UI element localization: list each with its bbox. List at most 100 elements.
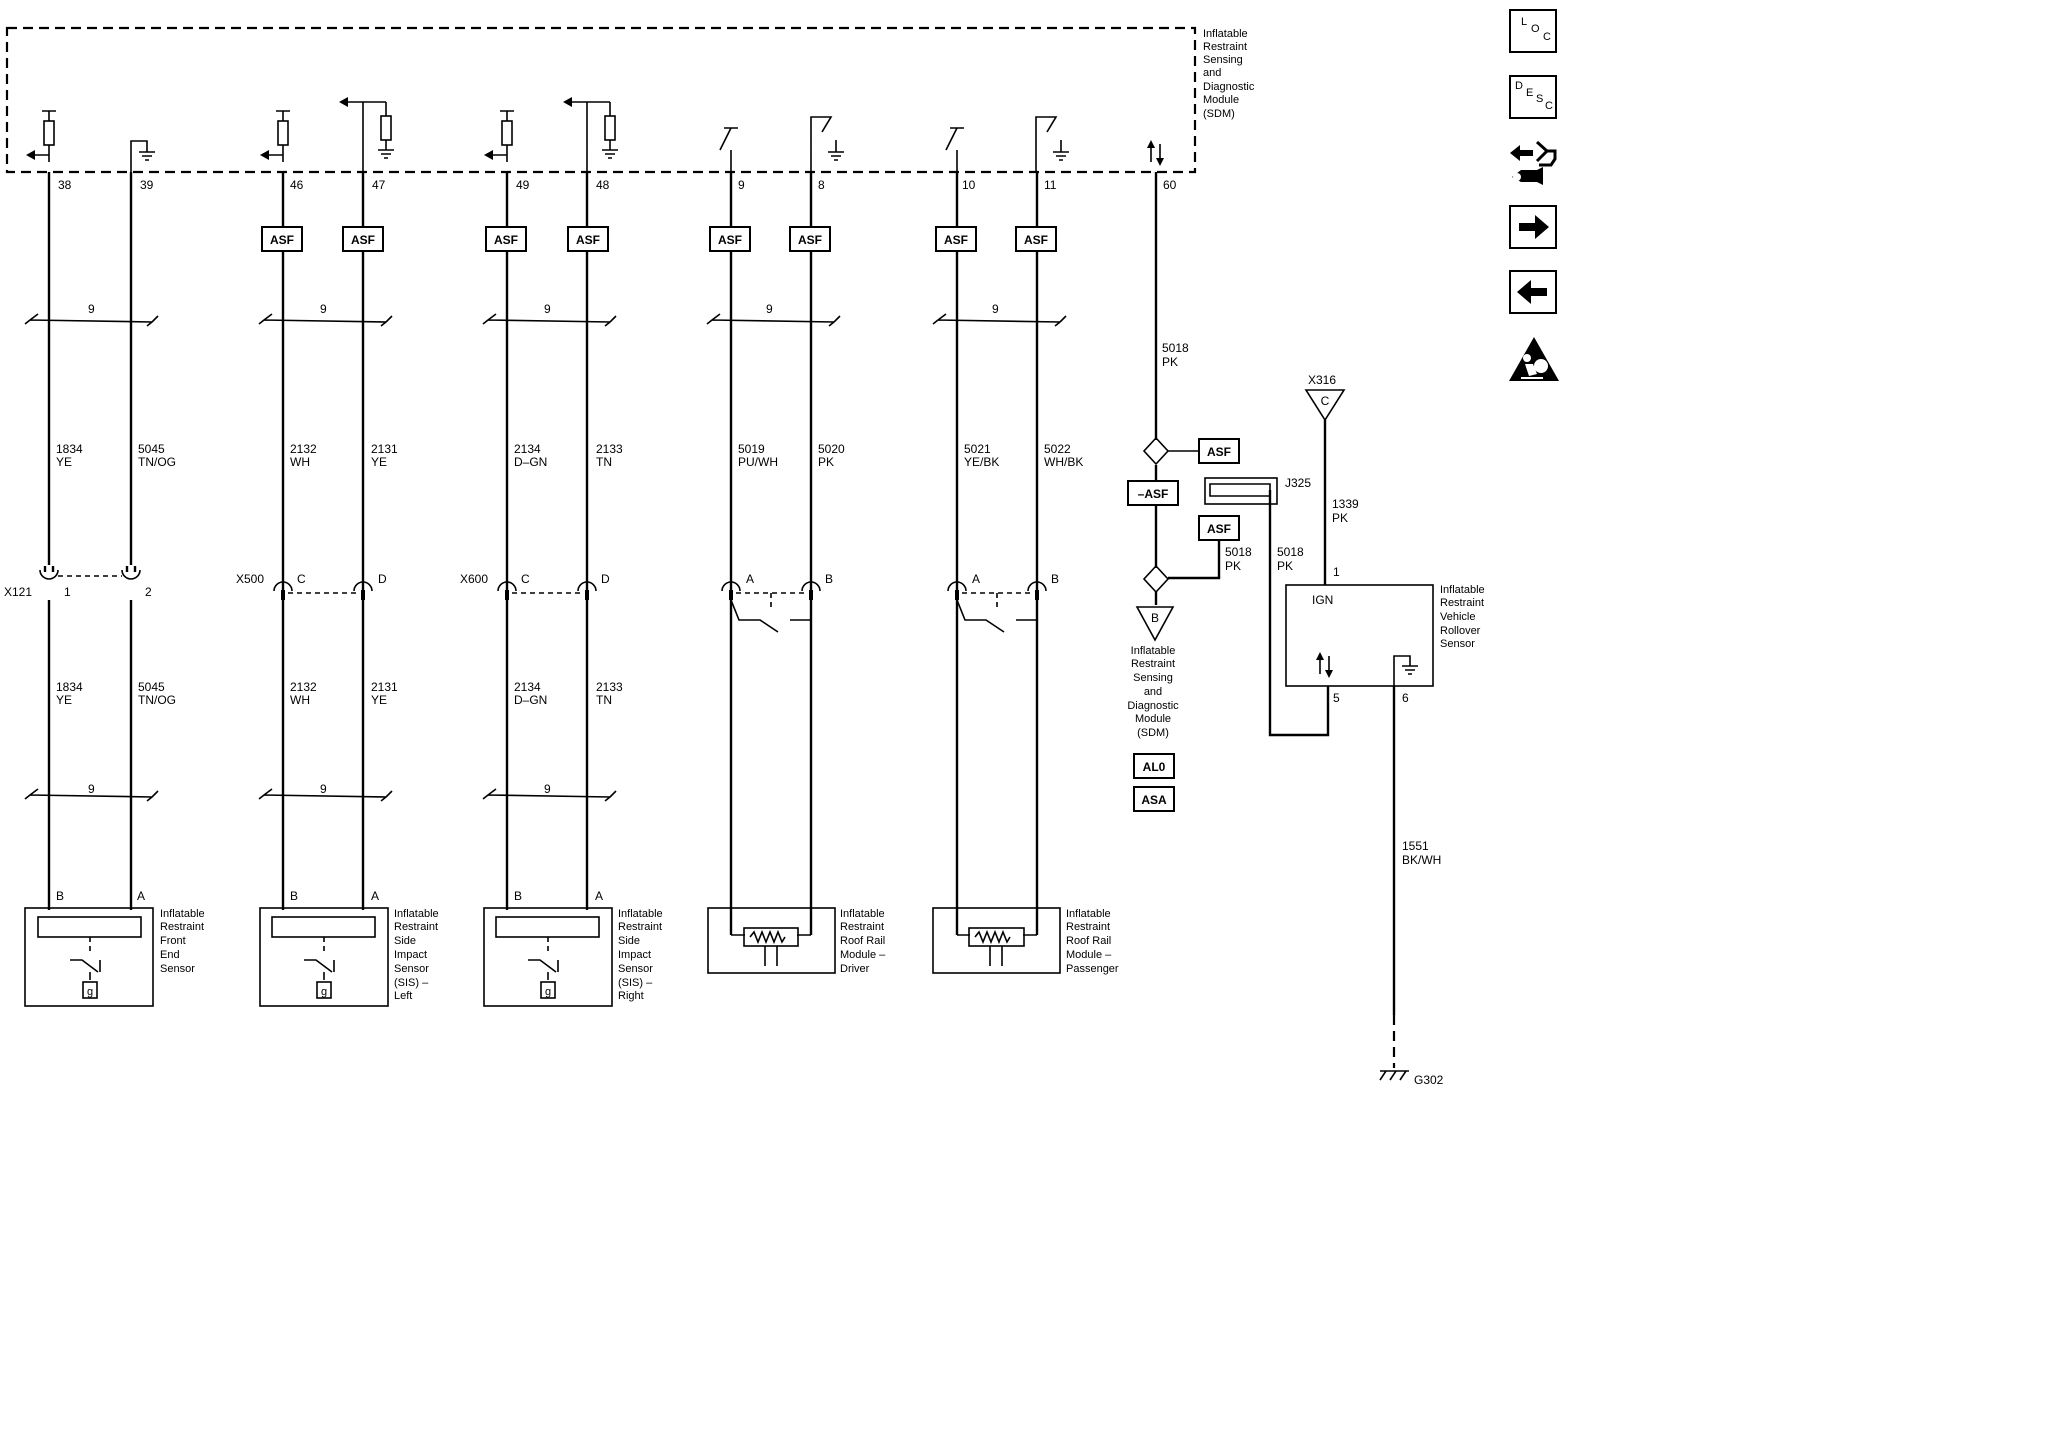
airbag-warning-icon: [1507, 334, 1561, 384]
svg-text:WH: WH: [290, 693, 310, 707]
description-icon[interactable]: D E S C: [1509, 75, 1557, 119]
connector-x121: X121 1 2: [4, 566, 152, 599]
svg-text:Sensing: Sensing: [1133, 672, 1173, 684]
svg-text:Inflatable: Inflatable: [1440, 584, 1485, 596]
svg-text:2133: 2133: [596, 680, 623, 694]
desc-letter: C: [1545, 100, 1553, 112]
svg-text:WH: WH: [290, 455, 310, 469]
sdm-name: Inflatable Restraint Sensing and Diagnos…: [1203, 28, 1255, 120]
svg-text:Sensor: Sensor: [160, 963, 195, 975]
svg-text:Inflatable: Inflatable: [1131, 645, 1176, 657]
svg-text:5022: 5022: [1044, 442, 1071, 456]
svg-text:10: 10: [962, 178, 976, 192]
front-end-sensor: g B A Inflatable Restraint Front End Sen…: [24, 889, 205, 1007]
svg-text:A: A: [137, 889, 145, 903]
wiring-diagram: Inflatable Restraint Sensing and Diagnos…: [4, 26, 1485, 1087]
svg-text:A: A: [972, 572, 980, 586]
svg-text:5020: 5020: [818, 442, 845, 456]
svg-text:ASF: ASF: [576, 233, 600, 247]
sdm-pin-numbers: 38 39 46 47 49 48 9 8 10 11 60: [58, 178, 1177, 192]
location-icon[interactable]: L O C: [1509, 9, 1557, 53]
svg-text:and: and: [1203, 67, 1221, 79]
svg-text:g: g: [321, 986, 327, 998]
svg-text:5021: 5021: [964, 442, 991, 456]
svg-text:PK: PK: [1332, 511, 1348, 525]
connector-tool-icon[interactable]: [1507, 137, 1561, 187]
svg-text:ASF: ASF: [351, 233, 375, 247]
power-feed-x316: X316 C 1339 PK: [1304, 373, 1359, 585]
twisted-pair-upper: 9 9 9 9 9: [24, 302, 1067, 327]
next-page-icon[interactable]: [1509, 205, 1557, 249]
svg-text:ASF: ASF: [718, 233, 742, 247]
svg-text:D: D: [601, 572, 610, 586]
svg-text:D–GN: D–GN: [514, 455, 547, 469]
previous-page-icon[interactable]: [1509, 270, 1557, 314]
svg-text:49: 49: [516, 178, 530, 192]
svg-text:9: 9: [766, 302, 773, 316]
svg-text:IGN: IGN: [1312, 593, 1333, 607]
svg-text:B: B: [56, 889, 64, 903]
svg-text:B: B: [1051, 572, 1059, 586]
svg-text:TN: TN: [596, 455, 612, 469]
svg-text:5018: 5018: [1225, 545, 1252, 559]
svg-text:PU/WH: PU/WH: [738, 455, 778, 469]
svg-text:Restraint: Restraint: [1131, 658, 1175, 670]
connector-roof-driver: A B: [721, 572, 833, 633]
svg-text:YE: YE: [56, 455, 72, 469]
roof-rail-module-passenger: Inflatable Restraint Roof Rail Module – …: [932, 907, 1119, 975]
svg-text:ASF: ASF: [1207, 445, 1231, 459]
svg-text:PK: PK: [1277, 559, 1293, 573]
loc-letter: C: [1543, 31, 1551, 43]
svg-text:38: 38: [58, 178, 72, 192]
svg-text:2134: 2134: [514, 680, 541, 694]
svg-text:WH/BK: WH/BK: [1044, 455, 1083, 469]
roof-rail-module-driver: Inflatable Restraint Roof Rail Module – …: [707, 907, 886, 975]
svg-text:47: 47: [372, 178, 386, 192]
svg-text:YE: YE: [371, 693, 387, 707]
svg-text:Restraint: Restraint: [1203, 41, 1247, 53]
svg-text:ASA: ASA: [1141, 793, 1167, 807]
svg-text:9: 9: [88, 782, 95, 796]
svg-text:(SIS) –: (SIS) –: [618, 977, 653, 989]
svg-text:AL0: AL0: [1143, 760, 1166, 774]
svg-text:C: C: [521, 572, 530, 586]
svg-text:D–GN: D–GN: [514, 693, 547, 707]
svg-text:ASF: ASF: [270, 233, 294, 247]
svg-text:PK: PK: [1225, 559, 1241, 573]
svg-text:5018: 5018: [1162, 341, 1189, 355]
svg-text:BK/WH: BK/WH: [1402, 853, 1441, 867]
svg-text:ASF: ASF: [798, 233, 822, 247]
svg-text:Side: Side: [618, 935, 640, 947]
svg-text:1551: 1551: [1402, 839, 1429, 853]
svg-text:B: B: [514, 889, 522, 903]
svg-text:5019: 5019: [738, 442, 765, 456]
svg-text:Roof Rail: Roof Rail: [1066, 935, 1111, 947]
svg-text:Side: Side: [394, 935, 416, 947]
svg-text:Module: Module: [1135, 713, 1171, 725]
svg-text:2134: 2134: [514, 442, 541, 456]
connector-roof-passenger: A B: [947, 572, 1059, 633]
svg-text:Roof Rail: Roof Rail: [840, 935, 885, 947]
svg-text:and: and: [1144, 686, 1162, 698]
twisted-pair-lower: 9 9 9: [24, 782, 617, 802]
svg-text:(SDM): (SDM): [1203, 108, 1235, 120]
ground-g302: 1551 BK/WH G302: [1379, 686, 1444, 1087]
svg-text:5045: 5045: [138, 442, 165, 456]
svg-text:X121: X121: [4, 585, 32, 599]
asf-boxes: ASF ASF ASF ASF ASF ASF ASF ASF: [261, 226, 1057, 252]
svg-text:48: 48: [596, 178, 610, 192]
svg-text:ASF: ASF: [494, 233, 518, 247]
svg-text:YE/BK: YE/BK: [964, 455, 999, 469]
svg-text:g: g: [87, 986, 93, 998]
svg-text:A: A: [746, 572, 754, 586]
sdm-internal-symbols: [26, 97, 1164, 172]
svg-text:6: 6: [1402, 691, 1409, 705]
svg-text:Restraint: Restraint: [394, 921, 438, 933]
svg-text:5045: 5045: [138, 680, 165, 694]
svg-text:Diagnostic: Diagnostic: [1203, 81, 1255, 93]
svg-text:1834: 1834: [56, 442, 83, 456]
desc-letter: D: [1515, 80, 1523, 92]
svg-text:Sensing: Sensing: [1203, 54, 1243, 66]
svg-text:9: 9: [544, 302, 551, 316]
